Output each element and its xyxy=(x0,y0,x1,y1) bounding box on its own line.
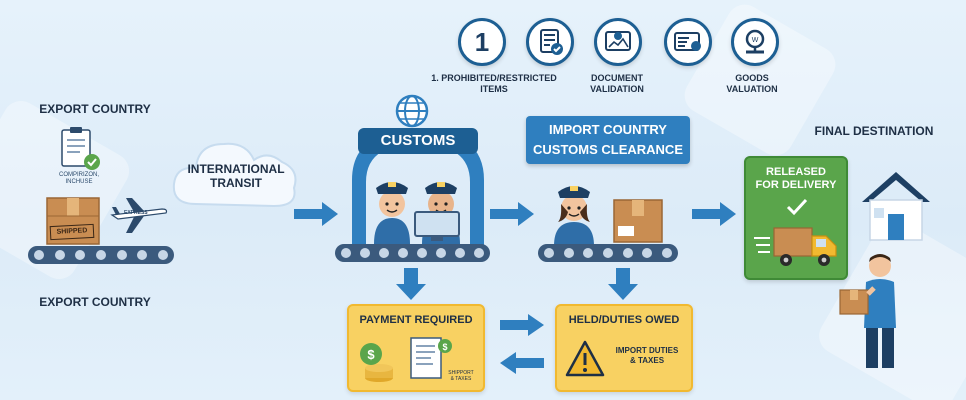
export-conveyor-rollers xyxy=(34,250,168,260)
step-valuation-label: GOODS VALUATION xyxy=(726,73,778,94)
cloud-icon xyxy=(172,142,297,208)
house-icon xyxy=(862,172,930,241)
tax-document-icon: $ xyxy=(410,337,452,379)
number-one-icon: 1 xyxy=(474,26,490,57)
step-document-circle xyxy=(594,18,642,66)
shipped-stamp: SHIPPED xyxy=(49,223,95,241)
payment-required-title: PAYMENT REQUIRED xyxy=(359,314,473,326)
step-valuation-circle: W xyxy=(731,18,779,66)
import-conveyor-rollers xyxy=(544,248,672,258)
coin-stack-icon: $ xyxy=(360,343,393,382)
globe-icon xyxy=(395,94,429,128)
import-clearance-banner: IMPORT COUNTRY CUSTOMS CLEARANCE xyxy=(526,116,690,164)
international-transit-label: INTERNATIONAL TRANSIT xyxy=(187,162,285,190)
customs-conveyor-rollers xyxy=(341,248,484,258)
customs-gate-arch xyxy=(352,130,484,248)
delivery-truck-icon xyxy=(754,227,837,266)
arrow-right-icon xyxy=(500,314,544,336)
step-checklist-circle xyxy=(526,18,574,66)
arrow-down-icon xyxy=(396,268,426,300)
arrow-right-icon xyxy=(294,202,338,226)
import-duties-text: IMPORT DUTIES & TAXES xyxy=(615,346,679,366)
customs-sign: CUSTOMS xyxy=(358,128,478,154)
held-duties-title: HELD/DUTIES OWED xyxy=(568,314,680,326)
final-destination-label: FINAL DESTINATION xyxy=(814,124,934,138)
export-country-top-label: EXPORT COUNTRY xyxy=(39,102,151,116)
released-label: RELEASED FOR DELIVERY xyxy=(755,166,837,192)
arrow-left-icon xyxy=(500,352,544,374)
arrow-right-icon xyxy=(490,202,534,226)
step-document-label: DOCUMENT VALIDATION xyxy=(590,73,644,94)
recipient-person-icon xyxy=(839,254,896,368)
arrow-down-icon xyxy=(608,268,638,300)
released-for-delivery-card: RELEASED FOR DELIVERY xyxy=(744,156,848,280)
checkmark-icon xyxy=(786,198,808,216)
shipping-box-icon xyxy=(46,197,100,245)
computer-monitor-icon xyxy=(414,211,460,241)
invoice-icon xyxy=(674,32,701,51)
svg-text:$: $ xyxy=(442,342,447,352)
document-money-icon xyxy=(605,31,631,51)
clipboard-check-icon xyxy=(61,127,100,170)
step-prohibited-label: 1. PROHIBITED/RESTRICTED ITEMS xyxy=(431,73,557,94)
svg-text:$: $ xyxy=(367,347,375,362)
warning-icon xyxy=(565,340,605,377)
valuation-icon: W xyxy=(745,29,765,54)
airplane-icon xyxy=(110,198,168,233)
export-country-bottom-label: EXPORT COUNTRY xyxy=(39,295,151,309)
payment-doc-caption: SHIPPORT & TAXES xyxy=(448,370,474,382)
arrow-right-icon xyxy=(692,202,736,226)
payment-required-card: PAYMENT REQUIRED $ $ SHIPPORT & TAXES xyxy=(347,304,485,392)
customs-conveyor xyxy=(335,244,490,262)
export-doc-caption: COMPIRIZON, INCHUSE xyxy=(59,172,99,186)
svg-text:W: W xyxy=(752,37,759,44)
import-officer-icon xyxy=(554,186,594,246)
checklist-icon xyxy=(540,29,563,55)
plane-livery-text: EXPRESS xyxy=(124,210,148,216)
held-duties-card: HELD/DUTIES OWED IMPORT DUTIES & TAXES xyxy=(555,304,693,392)
step-invoice-circle xyxy=(664,18,712,66)
step-one-circle: 1 xyxy=(458,18,506,66)
customs-officer-icon xyxy=(374,182,410,244)
parcel-box-icon xyxy=(613,199,663,243)
